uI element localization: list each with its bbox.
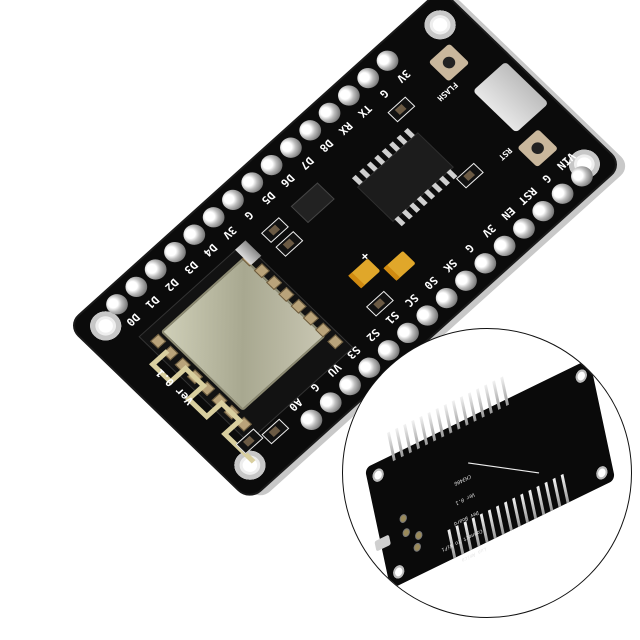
solder-pad xyxy=(414,529,424,542)
solder-pad xyxy=(412,541,422,554)
mount-hole xyxy=(392,563,406,581)
nodemcu-board-front: D0 D1 D2 D3 D4 3V G D5 D6 D7 D8 RX TX G … xyxy=(69,0,621,500)
smd-resistor xyxy=(387,96,416,123)
silk-line: Lua Amica xyxy=(461,545,487,564)
nodemcu-board-back: Lua Amica Connect to WiFi Dev Board Ver … xyxy=(364,358,616,590)
solder-pad xyxy=(398,512,408,525)
micro-usb-port[interactable] xyxy=(374,534,391,552)
tantalum-capacitor xyxy=(383,250,416,281)
header-pins-top xyxy=(387,376,509,462)
solder-pad xyxy=(401,526,411,539)
reset-button[interactable] xyxy=(517,129,559,168)
smd-resistor xyxy=(455,162,484,189)
flash-button[interactable] xyxy=(428,43,470,82)
mount-hole xyxy=(595,464,609,482)
micro-usb-port[interactable] xyxy=(472,61,549,133)
voltage-regulator xyxy=(290,182,335,224)
back-silkscreen: Lua Amica Connect to WiFi Dev Board Ver … xyxy=(427,461,489,584)
reset-button-label: RST xyxy=(496,145,514,162)
silkscreen-line xyxy=(468,462,540,474)
back-view-inset: Lua Amica Connect to WiFi Dev Board Ver … xyxy=(342,328,632,618)
mount-hole xyxy=(418,4,463,46)
flash-button-label: FLASH xyxy=(435,80,460,103)
mount-hole xyxy=(371,466,385,484)
mount-hole xyxy=(574,367,588,385)
pcb-antenna-icon xyxy=(149,349,256,464)
tantalum-capacitor xyxy=(348,258,381,289)
